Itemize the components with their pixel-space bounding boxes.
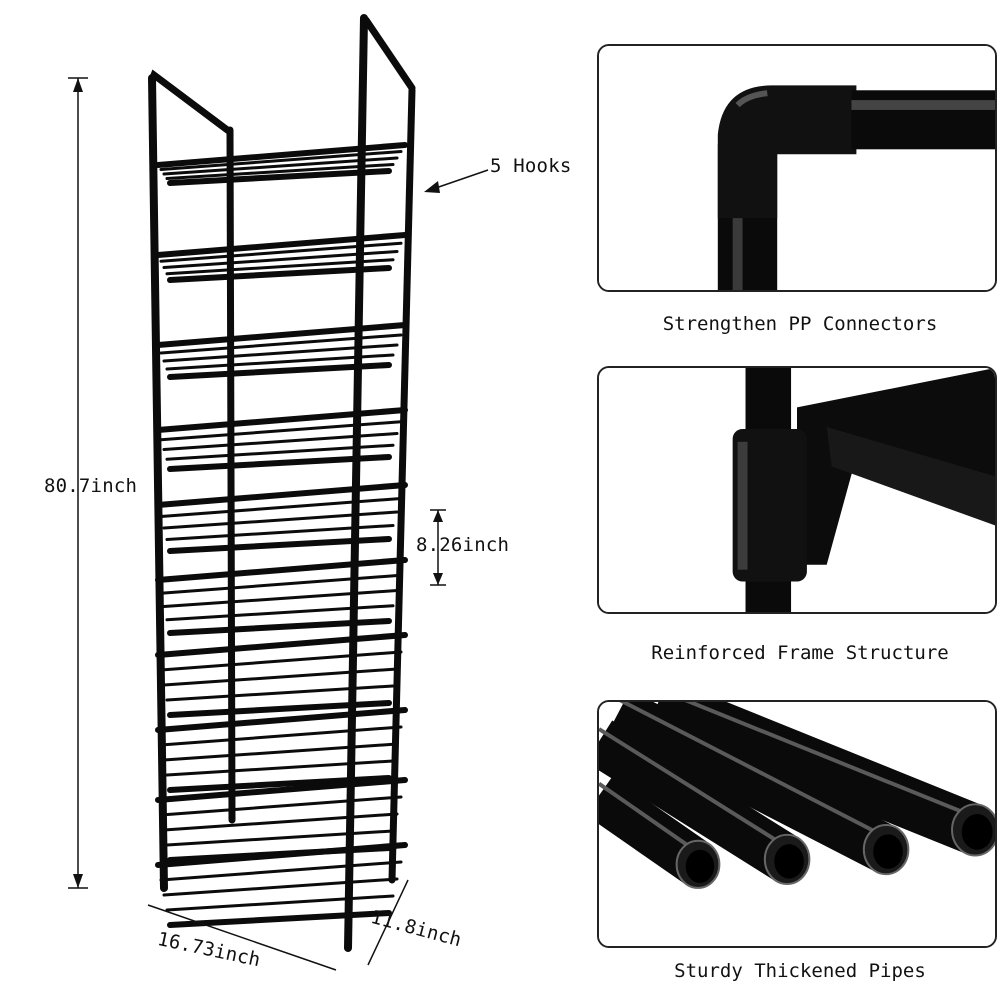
- shelf-tier: [155, 322, 408, 380]
- hooks-label: 5 Hooks: [490, 155, 572, 177]
- shelf-tier: [155, 557, 408, 636]
- shelf-tier: [155, 632, 408, 718]
- frame-caption: Reinforced Frame Structure: [651, 642, 949, 664]
- shelf-tier: [155, 842, 408, 928]
- connector-caption: Strengthen PP Connectors: [662, 313, 938, 335]
- shelf-tier: [155, 707, 408, 793]
- shelf-tier: [155, 407, 408, 472]
- shelf-tier: [155, 142, 408, 186]
- pipes-caption: Sturdy Thickened Pipes: [674, 960, 926, 982]
- shoe-rack-illustration: [68, 14, 489, 971]
- frame-photo-panel: [597, 366, 997, 614]
- shelf-tier: [155, 482, 408, 554]
- connector-photo-panel: [597, 44, 997, 292]
- pipes-photo-panel: [597, 700, 997, 948]
- shelf-tier: [155, 232, 408, 283]
- shelf-gap-label: 8.26inch: [416, 534, 510, 556]
- height-label: 80.7inch: [44, 475, 138, 497]
